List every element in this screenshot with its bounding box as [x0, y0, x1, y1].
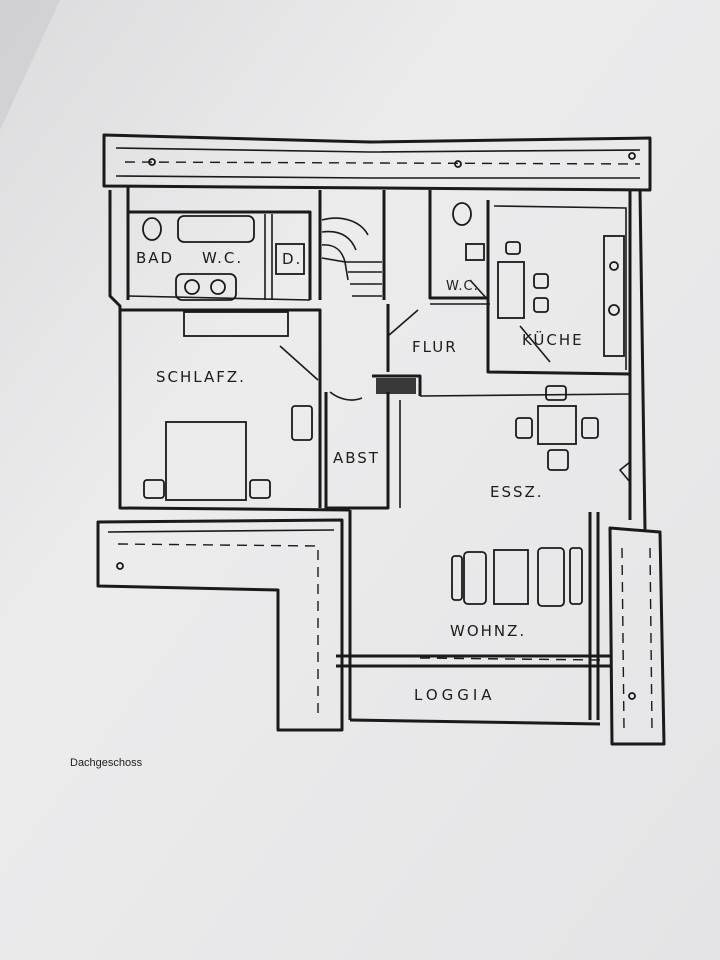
shower [275, 243, 305, 275]
room-label-abstellraum: ABST [333, 449, 380, 467]
kitchen-counter [603, 235, 625, 357]
double-bed [165, 421, 247, 501]
dining-area [515, 385, 631, 485]
room-label-wohnzimmer: WOHNZ. [450, 622, 526, 640]
sofa-left [463, 551, 487, 605]
living-area [451, 512, 600, 720]
wardrobe [183, 311, 289, 337]
toilet-2 [452, 202, 472, 226]
room-label-dusche: D. [282, 250, 302, 268]
room-label-kueche: KÜCHE [522, 330, 584, 349]
right-balcony [608, 526, 666, 746]
room-label-schlafzimmer: SCHLAFZ. [156, 368, 246, 386]
outer-walls [108, 186, 647, 720]
coffee-table [493, 549, 529, 605]
bathtub [177, 215, 255, 243]
room-label-wc-kitchen: W.C. [446, 279, 479, 294]
room-label-bad: BAD [136, 249, 174, 267]
sofa-right [537, 547, 565, 607]
bathroom-block [127, 210, 312, 301]
kitchen-table [497, 261, 525, 319]
kitchen-block [428, 190, 631, 376]
paper-fold-shadow [0, 0, 60, 130]
room-label-esszimmer: ESSZ. [490, 483, 544, 501]
toilet-1 [142, 217, 162, 241]
bedroom [120, 308, 322, 508]
room-label-wc: W.C. [202, 249, 243, 267]
wc-sink [465, 243, 485, 261]
double-sink [175, 273, 237, 301]
hall-walls [324, 303, 631, 510]
dining-table [537, 405, 577, 445]
door-swings [329, 279, 551, 401]
loggia [336, 654, 610, 726]
top-balcony [102, 133, 652, 192]
left-balcony [96, 518, 344, 732]
room-label-flur: FLUR [412, 338, 458, 356]
nightstand-right [249, 479, 271, 499]
nightstand-left [143, 479, 165, 499]
chair-bedroom [291, 405, 313, 441]
room-label-loggia: LOGGIA [414, 686, 496, 704]
staircase [318, 190, 386, 300]
plan-caption: Dachgeschoss [70, 757, 143, 769]
